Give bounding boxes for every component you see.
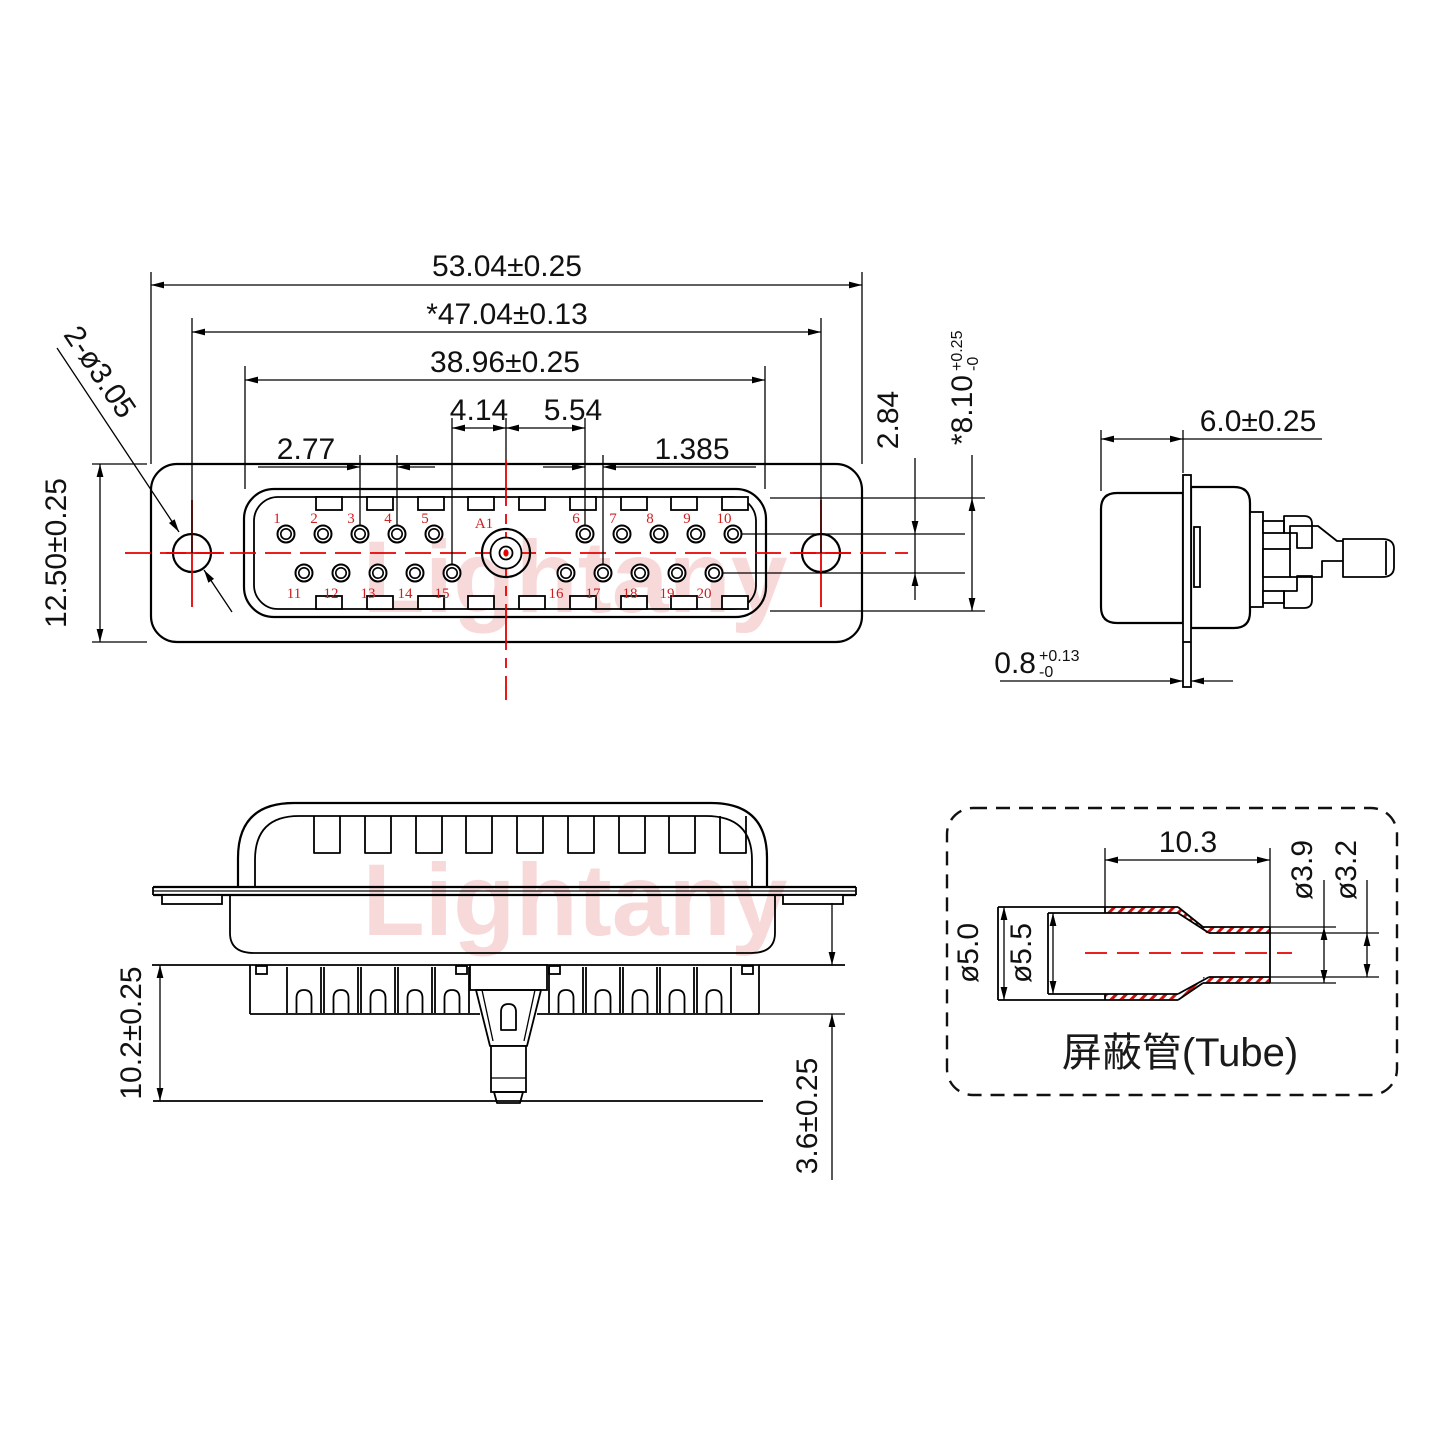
watermark-text: Lightany <box>363 843 788 957</box>
extension-lines <box>92 272 985 643</box>
side-coax-contact <box>1262 525 1395 578</box>
tube-outline <box>997 906 1271 1001</box>
side-solder-cup-top <box>1283 515 1313 549</box>
dim-row-spacing: 2.84 <box>872 391 905 449</box>
svg-text:17: 17 <box>586 586 602 602</box>
rear-view: Lightany 10.2±0.25 3.6±0.25 <box>115 801 857 1180</box>
dim-mounting-holes: 2-ø3.05 <box>57 320 142 424</box>
dim-tube-length: 10.3 <box>1159 826 1217 859</box>
pin <box>424 524 444 544</box>
dim-flange-thickness: 0.8 +0.13 -0 <box>994 647 1079 681</box>
side-plate-slot <box>1193 526 1201 588</box>
svg-text:4: 4 <box>384 511 392 527</box>
svg-text:18: 18 <box>623 586 638 602</box>
dim-solder-cup-length: 3.6±0.25 <box>791 1058 824 1175</box>
pin <box>350 524 370 544</box>
svg-text:10: 10 <box>717 511 732 527</box>
dim-insert-height: *8.10 +0.25 -0 <box>946 330 982 445</box>
dim-tube-neck-outer: ø3.9 <box>1286 840 1319 900</box>
pin <box>667 563 687 583</box>
pin-labels: 1 2 3 4 5 6 7 8 9 10 11 12 13 14 15 16 1… <box>273 511 731 602</box>
pin <box>593 563 613 583</box>
side-view: 6.0±0.25 0.8 +0.13 -0 <box>994 405 1395 688</box>
pin <box>575 524 595 544</box>
svg-text:2: 2 <box>310 511 318 527</box>
dim-mating-depth: 6.0±0.25 <box>1200 405 1317 438</box>
svg-text:+0.25: +0.25 <box>949 330 966 371</box>
pin <box>612 524 632 544</box>
pin <box>387 524 407 544</box>
pin <box>723 524 743 544</box>
pin <box>442 563 462 583</box>
dim-a1-right: 5.54 <box>544 394 602 427</box>
dim-mounting-spacing: *47.04±0.13 <box>426 298 588 331</box>
a1-label: A1 <box>475 516 493 532</box>
svg-text:*8.10: *8.10 <box>946 375 979 445</box>
svg-text:15: 15 <box>435 586 450 602</box>
dim-row-offset: 1.385 <box>654 433 729 466</box>
svg-text:5: 5 <box>421 511 429 527</box>
pin <box>368 563 388 583</box>
svg-text:0.8: 0.8 <box>994 647 1036 680</box>
side-flange-plate <box>1182 474 1192 688</box>
pin <box>556 563 576 583</box>
side-pin-top <box>1262 520 1285 534</box>
svg-text:1: 1 <box>273 511 281 527</box>
pin <box>649 524 669 544</box>
dim-overall-height: 10.2±0.25 <box>115 966 148 1099</box>
pin <box>686 524 706 544</box>
side-rear-can <box>1189 485 1252 630</box>
dim-tube-outer: ø5.0 <box>952 923 985 983</box>
svg-text:11: 11 <box>287 586 301 602</box>
rear-hood-outer <box>236 801 769 887</box>
tube-label: 屏蔽管(Tube) <box>1062 1031 1298 1075</box>
side-pin-bottom <box>1262 590 1285 604</box>
pin <box>331 563 351 583</box>
svg-text:-0: -0 <box>965 357 982 371</box>
pin <box>276 524 296 544</box>
dim-pin-pitch: 2.77 <box>277 433 335 466</box>
side-shell <box>1099 491 1185 625</box>
dim-tube-neck-inner: ø3.2 <box>1330 840 1363 900</box>
side-insulator <box>1249 511 1264 608</box>
pin <box>704 563 724 583</box>
svg-text:7: 7 <box>609 511 617 527</box>
rear-flange <box>152 885 857 905</box>
coax-contact-a1 <box>480 527 532 579</box>
svg-text:8: 8 <box>646 511 654 527</box>
svg-text:13: 13 <box>361 586 376 602</box>
front-view: Lightany 1 2 3 4 5 6 7 8 <box>40 250 985 700</box>
svg-text:19: 19 <box>660 586 675 602</box>
dimension-lines <box>56 281 976 642</box>
pin <box>313 524 333 544</box>
svg-text:-0: -0 <box>1039 664 1053 681</box>
svg-text:16: 16 <box>549 586 565 602</box>
pin <box>405 563 425 583</box>
pin <box>294 563 314 583</box>
svg-text:14: 14 <box>398 586 414 602</box>
dim-insert-width: 38.96±0.25 <box>430 346 580 379</box>
dim-a1-left: 4.14 <box>450 394 508 427</box>
rear-coax-contact <box>469 964 548 1104</box>
tube-panel: 10.3 ø5.0 ø5.5 ø3.9 ø3.2 屏蔽管(Tube) <box>945 806 1399 1097</box>
dim-overall-width: 53.04±0.25 <box>432 250 582 283</box>
dim-flange-height: 12.50±0.25 <box>40 478 73 628</box>
svg-text:6: 6 <box>572 511 580 527</box>
svg-text:9: 9 <box>683 511 691 527</box>
rear-hood-inner <box>254 815 753 887</box>
svg-text:12: 12 <box>324 586 339 602</box>
svg-text:3: 3 <box>347 511 355 527</box>
tube-panel-border <box>945 806 1399 1097</box>
svg-text:+0.13: +0.13 <box>1039 648 1080 665</box>
pin <box>630 563 650 583</box>
svg-text:20: 20 <box>697 586 712 602</box>
side-solder-cup-bottom <box>1283 575 1313 609</box>
dim-tube-flare: ø5.5 <box>1005 923 1038 983</box>
rear-skirt <box>229 895 776 954</box>
